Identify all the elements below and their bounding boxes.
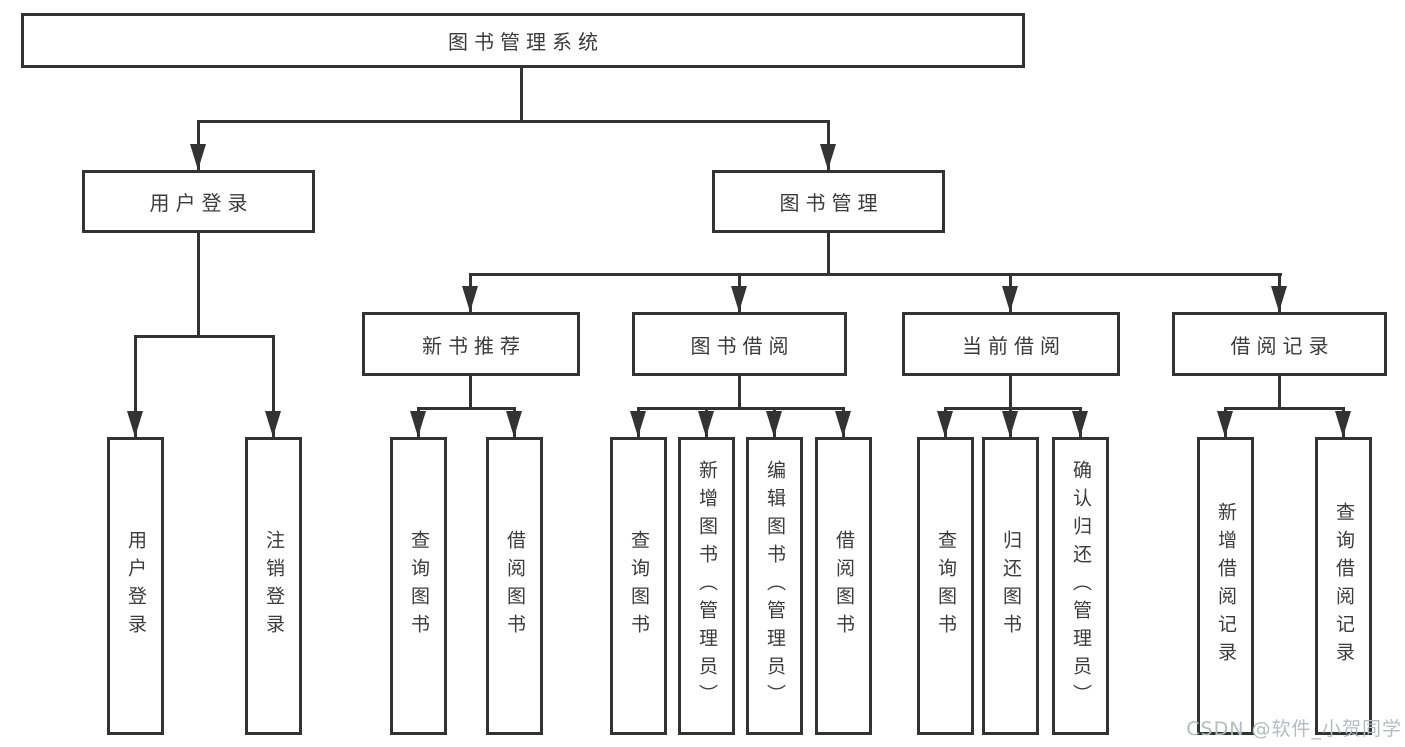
node-cb-query-book: 查询图书 [917,437,974,735]
node-bb-edit-book-label: 编辑图书（管理员） [764,460,786,712]
arrow-to-borrow-records [1271,286,1287,312]
node-br-query-record: 查询借阅记录 [1315,437,1372,735]
connector-user-login-vertical [197,233,200,337]
connector-stem-leaf-logout [272,335,275,437]
arrow-to-user-login [190,144,206,170]
node-rec-borrow-book: 借阅图书 [486,437,543,735]
node-new-book-rec-label: 新书推荐 [422,333,526,358]
node-cb-return-book: 归还图书 [982,437,1039,735]
arrow-to-bb-edit [766,411,782,437]
arrow-to-rec-borrow [506,411,522,437]
connector-book-mgmt-horizontal [469,273,1282,276]
node-bb-borrow-book: 借阅图书 [815,437,872,735]
node-book-mgmt-label: 图书管理 [779,191,884,215]
arrow-to-br-query [1335,411,1351,437]
node-rec-query-book: 查询图书 [390,437,447,735]
node-br-add-record-label: 新增借阅记录 [1215,502,1237,670]
arrow-to-leaf-user-login [127,411,143,437]
node-cb-return-book-label: 归还图书 [1000,530,1022,642]
node-root: 图书管理系统 [21,13,1025,68]
connector-borrow-records-vertical [1278,376,1281,410]
node-user-login-label: 用户登录 [149,191,254,215]
node-root-label: 图书管理系统 [448,30,604,54]
node-leaf-user-login: 用户登录 [107,437,164,735]
node-borrow-records: 借阅记录 [1172,312,1387,376]
connector-current-borrow-vertical [1009,376,1012,410]
node-borrow-records-label: 借阅记录 [1230,333,1335,358]
node-bb-query-book-label: 查询图书 [628,530,650,642]
arrow-to-current-borrow [1002,286,1018,312]
arrow-to-book-borrow [731,286,747,312]
connector-new-book-rec-horizontal [417,407,515,410]
arrow-to-br-add [1217,411,1233,437]
arrow-to-new-book-rec [462,286,478,312]
csdn-watermark: CSDN @软件_小贺同学 [1186,718,1402,740]
arrow-to-bb-add [698,411,714,437]
connector-new-book-rec-vertical [469,376,472,410]
arrow-to-book-mgmt [820,144,836,170]
node-rec-query-book-label: 查询图书 [408,530,430,642]
node-cb-confirm-return-label: 确认归还（管理员） [1070,460,1092,712]
node-leaf-user-login-label: 用户登录 [125,530,147,642]
arrow-to-bb-query [630,411,646,437]
node-rec-borrow-book-label: 借阅图书 [504,530,526,642]
connector-book-borrow-vertical [738,376,741,410]
node-bb-add-book: 新增图书（管理员） [678,437,735,735]
node-bb-query-book: 查询图书 [610,437,667,735]
node-leaf-logout: 注销登录 [245,437,302,735]
node-new-book-rec: 新书推荐 [362,312,580,376]
node-book-borrow: 图书借阅 [632,312,847,376]
arrow-to-rec-query [410,411,426,437]
node-br-query-record-label: 查询借阅记录 [1333,502,1355,670]
arrow-to-cb-return [1002,411,1018,437]
node-user-login: 用户登录 [82,170,315,233]
connector-book-mgmt-vertical [827,233,830,275]
node-cb-query-book-label: 查询图书 [935,530,957,642]
node-cb-confirm-return: 确认归还（管理员） [1052,437,1109,735]
node-bb-edit-book: 编辑图书（管理员） [746,437,803,735]
connector-current-borrow-horizontal [944,407,1081,410]
connector-root-horizontal [197,120,830,123]
node-book-borrow-label: 图书借阅 [690,333,795,358]
arrow-to-cb-confirm [1072,411,1088,437]
node-bb-borrow-book-label: 借阅图书 [833,530,855,642]
node-bb-add-book-label: 新增图书（管理员） [696,460,718,712]
node-br-add-record: 新增借阅记录 [1197,437,1254,735]
arrow-to-bb-borrow [835,411,851,437]
connector-stem-leaf-user-login [134,335,137,437]
node-book-mgmt: 图书管理 [712,170,945,233]
connector-book-borrow-horizontal [637,407,845,410]
arrow-to-cb-query [937,411,953,437]
connector-root-vertical [520,68,523,120]
node-leaf-logout-label: 注销登录 [263,530,285,642]
node-current-borrow: 当前借阅 [902,312,1120,376]
node-current-borrow-label: 当前借阅 [962,333,1066,358]
connector-user-login-horizontal [134,335,275,338]
connector-borrow-records-horizontal [1224,407,1345,410]
arrow-to-leaf-logout [265,411,281,437]
